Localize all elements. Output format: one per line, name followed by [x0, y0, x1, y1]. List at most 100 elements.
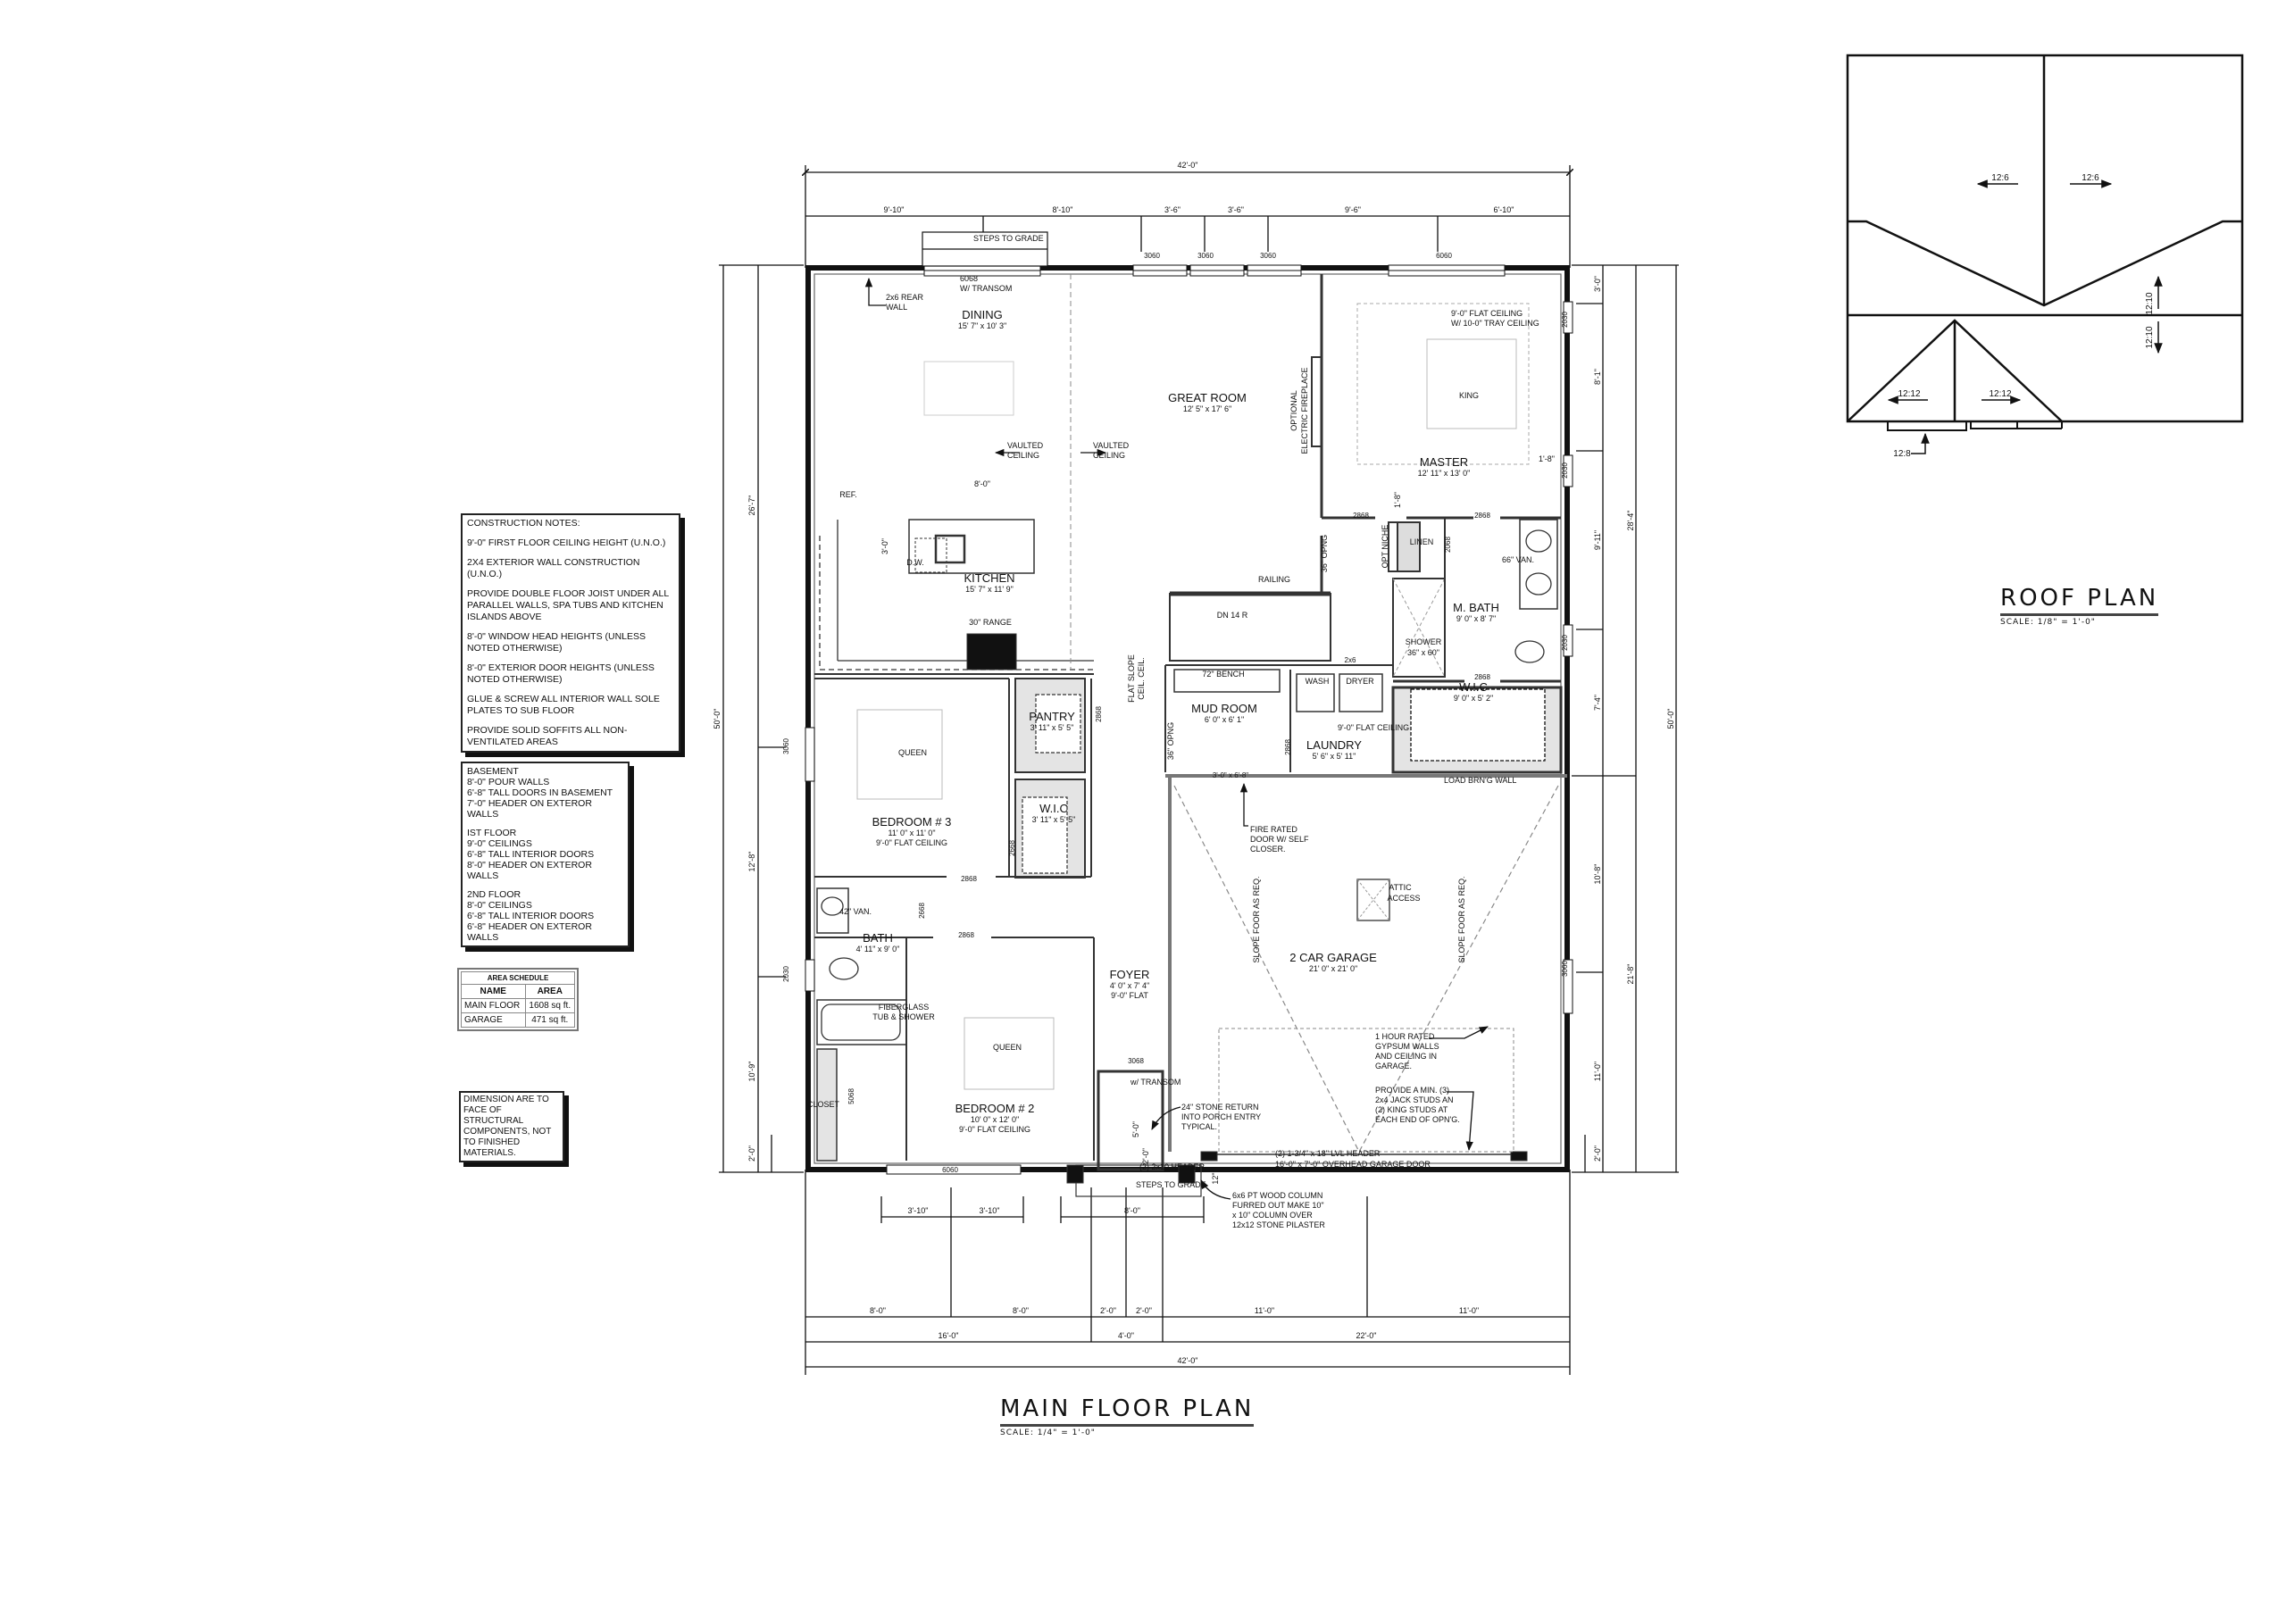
floor-spec-line: 8'-0" HEADER ON EXTEROR WALLS [467, 860, 592, 881]
row-area: 471 sq ft. [524, 1012, 576, 1028]
callout-note: 1 HOUR RATED [1375, 1032, 1435, 1041]
floor-group-basement: BASEMENT 8'-0" POUR WALLS 6'-8" TALL DOO… [467, 766, 623, 820]
floor-heights-box: BASEMENT 8'-0" POUR WALLS 6'-8" TALL DOO… [461, 762, 630, 947]
room-size: 21' 0" x 21' 0" [1309, 964, 1357, 973]
dimension-label: 2'-0" [1136, 1306, 1152, 1315]
callout-note: 6x6 PT WOOD COLUMN [1232, 1191, 1322, 1200]
callout-note: (2) 1-3/4" x 18" LVL HEADER [1275, 1149, 1381, 1158]
room-name: W.I.C [1459, 680, 1488, 694]
callout-note: FURRED OUT MAKE 10" [1232, 1201, 1324, 1210]
fixture-label: LINEN [1410, 537, 1434, 546]
room-name: GREAT ROOM [1168, 391, 1247, 404]
room-name: BATH [863, 931, 893, 945]
roof-pitch: 12:8 [1893, 449, 1911, 459]
room-size: 4' 0" x 7' 4" [1110, 981, 1149, 990]
row-name: GARAGE [461, 1012, 526, 1028]
fixture-label: 36" x 60" [1407, 648, 1439, 657]
construction-note: GLUE & SCREW ALL INTERIOR WALL SOLE PLAT… [467, 694, 660, 716]
room-size: 9' 0" x 8' 7" [1456, 614, 1496, 623]
opening-tag: 2x6 [1345, 656, 1356, 664]
fixture-label: QUEEN [993, 1043, 1022, 1052]
fixture-label: DRYER [1346, 677, 1374, 686]
room-ceiling: 9'-0" FLAT CEILING [959, 1125, 1030, 1134]
dimension-label: 8'-0" [1124, 1206, 1140, 1215]
roof-pitch: 12:12 [1898, 389, 1920, 399]
callout-note: 2x4 JACK STUDS AN [1375, 1095, 1454, 1104]
vertical-note: ELECTRIC FIREPLACE [1300, 367, 1309, 454]
floor-spec-line: 6'-8" TALL DOORS IN BASEMENT [467, 787, 613, 798]
opening-tag: 2868 [958, 931, 974, 939]
dimension-label: 11'-0" [1593, 1062, 1602, 1081]
opening-tag: 2068 [1444, 537, 1452, 553]
dimension-label: 7'-4" [1593, 695, 1602, 711]
callout-note: FIRE RATED [1250, 825, 1297, 834]
dimension-label: 11'-0" [1459, 1306, 1479, 1315]
fixture-label: WASH [1306, 677, 1330, 686]
dimension-label: 3'-6" [1228, 205, 1244, 214]
dimension-label: 5'-0" [1131, 1121, 1140, 1137]
room-size: 15' 7" x 11' 9" [965, 585, 1014, 594]
callout-note: STEPS TO GRADE [1136, 1180, 1206, 1189]
dimension-label: 8'-1" [1593, 369, 1602, 385]
fixture-label: DN 14 R [1217, 611, 1248, 620]
vertical-note: SLOPE FOOR AS REQ. [1457, 876, 1466, 962]
callout-note: 16'-0" x 7'-0" OVERHEAD GARAGE DOOR [1275, 1160, 1431, 1169]
callout-note: AND CEILING IN [1375, 1052, 1437, 1061]
dimension-label: 42'-0" [1178, 161, 1198, 170]
construction-notes-heading: CONSTRUCTION NOTES: [467, 518, 580, 529]
room-ceiling: 9'-0" FLAT [1111, 991, 1148, 1000]
room-size: 4' 11" x 9' 0" [856, 945, 900, 954]
dimension-label: 12" [1211, 1172, 1220, 1184]
room-size: 5' 6" x 5' 11" [1313, 752, 1356, 761]
callout-note: w/ TRANSOM [1130, 1078, 1181, 1087]
opening-tag: 3060 [1144, 252, 1160, 260]
dimension-label: 3'-10" [980, 1206, 1000, 1215]
dimension-label: 2'-0" [1141, 1148, 1150, 1164]
room-name: BEDROOM # 3 [872, 815, 952, 829]
vertical-note: 36" OPNG [1166, 722, 1175, 760]
callout-note: (2) KING STUDS AT [1375, 1105, 1448, 1114]
fixture-label: SHOWER [1406, 637, 1442, 646]
floor-group-second: 2ND FLOOR 8'-0" CEILINGS 6'-8" TALL INTE… [467, 889, 623, 943]
callout-note: CLOSER. [1250, 845, 1286, 854]
fixture-label: ATTIC [1389, 883, 1412, 892]
floor-group-title: 2ND FLOOR [467, 889, 521, 900]
fixture-label: REF. [839, 490, 857, 499]
callout-note: 12x12 STONE PILASTER [1232, 1220, 1325, 1229]
opening-tag: 2868 [961, 875, 977, 883]
callout-note: GYPSUM WALLS [1375, 1042, 1439, 1051]
dimension-note: DIMENSION ARE TO FACE OF STRUCTURAL COMP… [463, 1095, 552, 1158]
floor-spec-line: 6'-8" TALL INTERIOR DOORS [467, 849, 595, 860]
fixture-label: FIBERGLASS [879, 1003, 930, 1012]
opening-tag: 2030 [1561, 312, 1569, 328]
fixture-label: D.W. [906, 558, 924, 567]
callout-note: WALL [886, 303, 907, 312]
opening-tag: 2868 [1474, 673, 1490, 681]
column-header-area: AREA [524, 984, 576, 999]
fixture-label: 30" RANGE [969, 618, 1012, 627]
dimension-label: 2'-0" [1593, 1145, 1602, 1162]
interior-walls [814, 274, 1567, 1197]
dimension-label: 21'-8" [1626, 964, 1635, 985]
room-name: FOYER [1110, 968, 1150, 981]
callout-note: 24" STONE RETURN [1181, 1103, 1259, 1112]
floor-group-first: IST FLOOR 9'-0" CEILINGS 6'-8" TALL INTE… [467, 828, 623, 881]
dimension-label: 2'-0" [1100, 1306, 1116, 1315]
dimension-label: 3'-0" [1593, 276, 1602, 292]
rear-steps [922, 231, 1048, 267]
callout-note: DOOR W/ SELF [1250, 835, 1309, 844]
callout-note: 9'-0" FLAT CEILING [1338, 723, 1409, 732]
callout-note: W/ 10-0" TRAY CEILING [1451, 319, 1539, 328]
callout-note: GARAGE. [1375, 1062, 1412, 1070]
roof-pitch: 12:10 [2145, 326, 2155, 348]
room-name: PANTRY [1029, 710, 1075, 723]
callout-note: TYPICAL. [1181, 1122, 1217, 1131]
fixture-label: CLOSET [807, 1100, 840, 1109]
construction-note: 8'-0" WINDOW HEAD HEIGHTS (UNLESS NOTED … [467, 631, 647, 654]
roof-pitch: 12:6 [2082, 173, 2099, 183]
room-name: 2 CAR GARAGE [1289, 951, 1377, 964]
room-name: DINING [962, 308, 1003, 321]
room-size: 10' 0" x 12' 0" [971, 1115, 1019, 1124]
